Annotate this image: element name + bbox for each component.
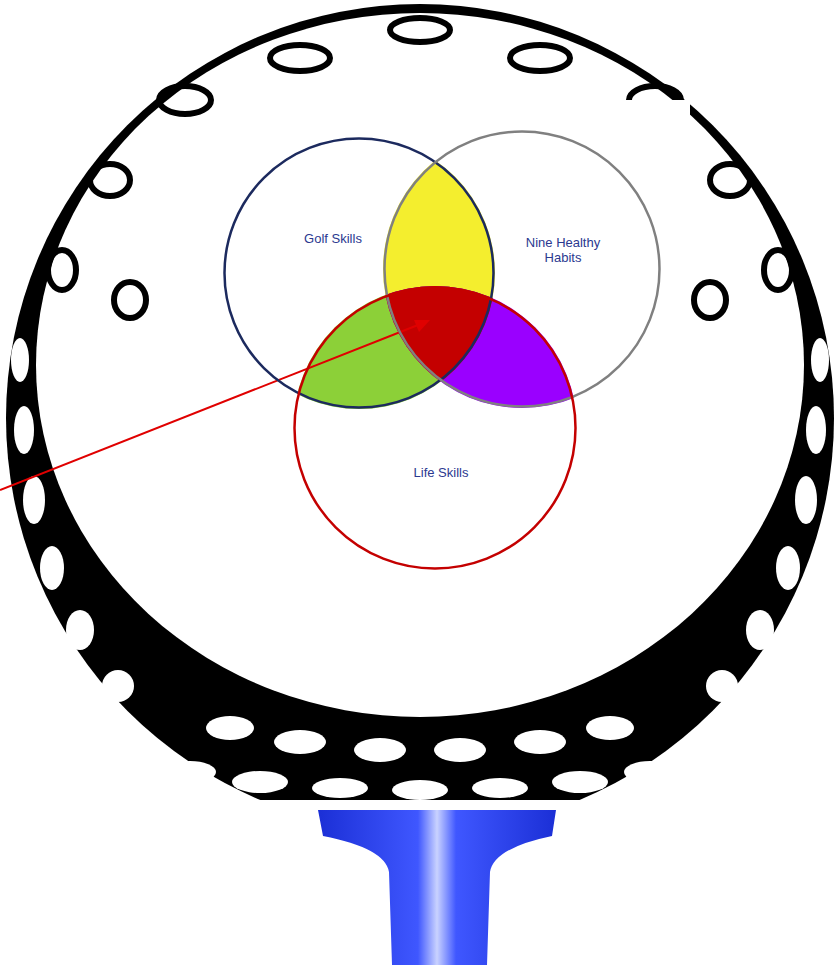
circle-outline [383,130,661,408]
venn-circle: Golf Skills [223,137,495,409]
circle-label: Life Skills [381,465,501,480]
venn-circle: Life Skills [293,286,577,570]
venn-circle: Nine Healthy Habits [383,130,661,408]
circle-outline [293,286,577,570]
circle-outline [223,137,495,409]
circle-label: Golf Skills [278,231,388,246]
circle-label: Nine Healthy Habits [515,235,611,265]
